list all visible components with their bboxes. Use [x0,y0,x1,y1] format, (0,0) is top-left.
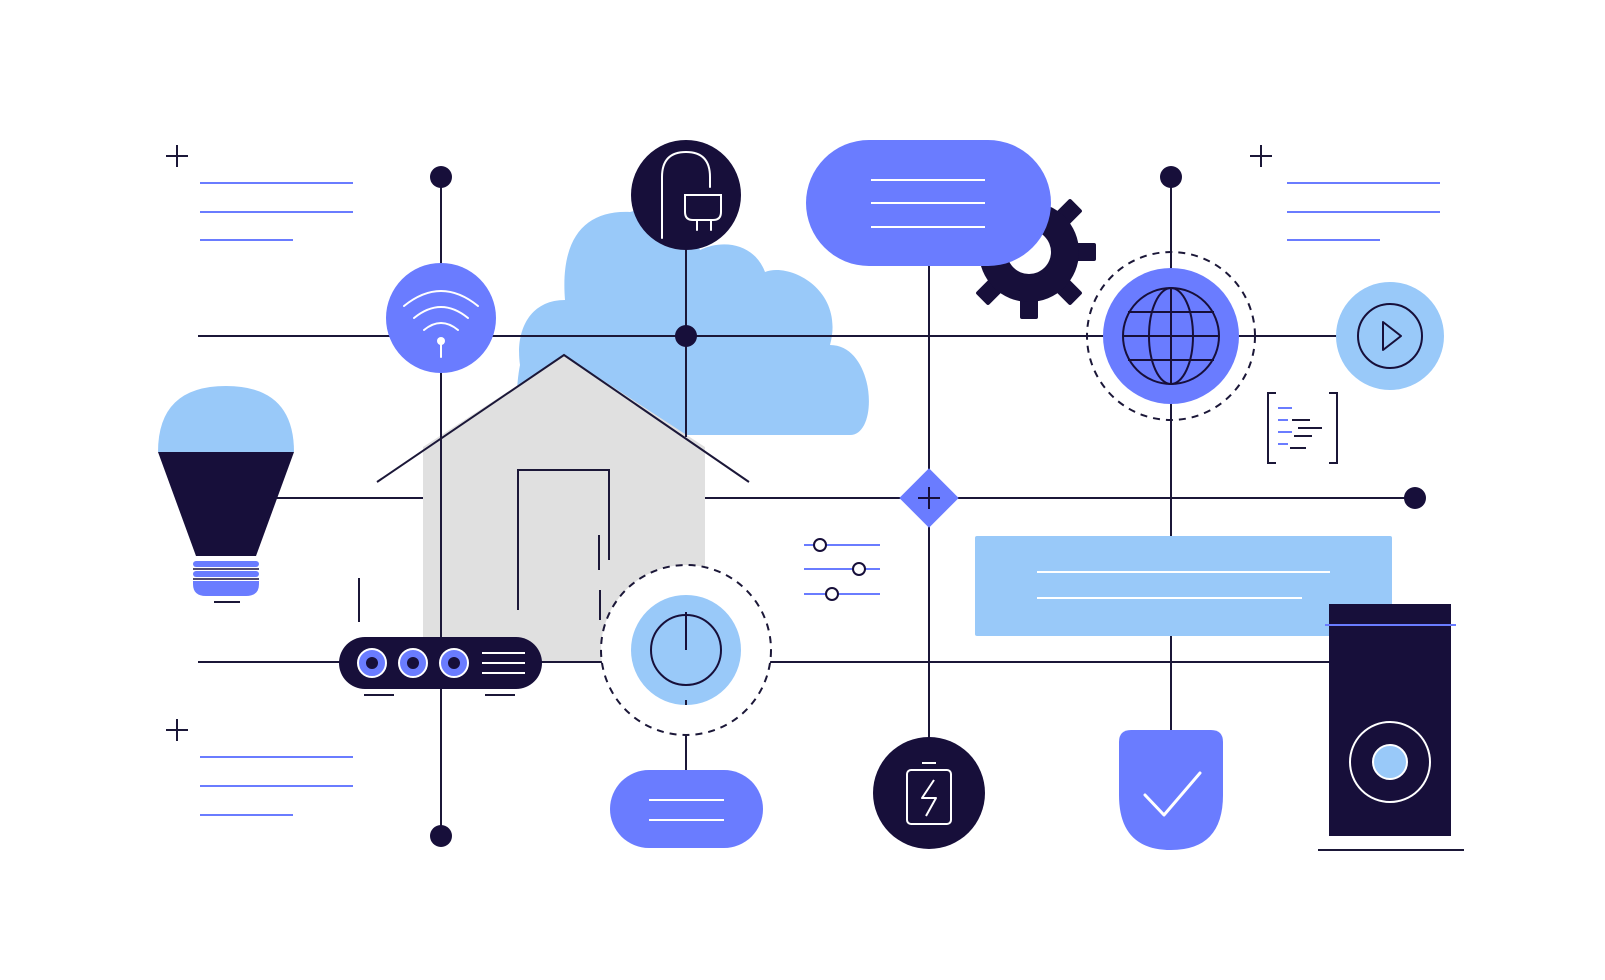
info-panel [975,536,1392,636]
wifi-icon [386,263,496,373]
play-icon [1336,282,1444,390]
network-lines [198,177,1415,836]
text-lines-icon [1287,182,1440,241]
power-plug-icon [631,140,741,250]
network-nodes [430,166,1426,847]
plus-node-icon [899,468,959,528]
plus-icon [1250,145,1272,167]
cloud-icon [516,210,869,435]
smart-speaker-icon [1318,604,1464,851]
code-bracket-icon [1267,392,1338,464]
globe-icon [1086,251,1256,421]
power-button-icon [600,564,772,736]
plus-icon [166,145,188,167]
text-lines-icon [200,756,353,816]
light-bulb-icon [158,386,294,603]
plus-icon [166,719,188,741]
sliders-icon [804,538,880,601]
chat-bubble-icon [806,140,1051,266]
text-lines-icon [200,182,353,241]
battery-charging-icon [873,737,985,849]
message-bubble-icon [610,770,763,848]
router-icon [339,637,542,696]
shield-check-icon [1119,730,1223,850]
